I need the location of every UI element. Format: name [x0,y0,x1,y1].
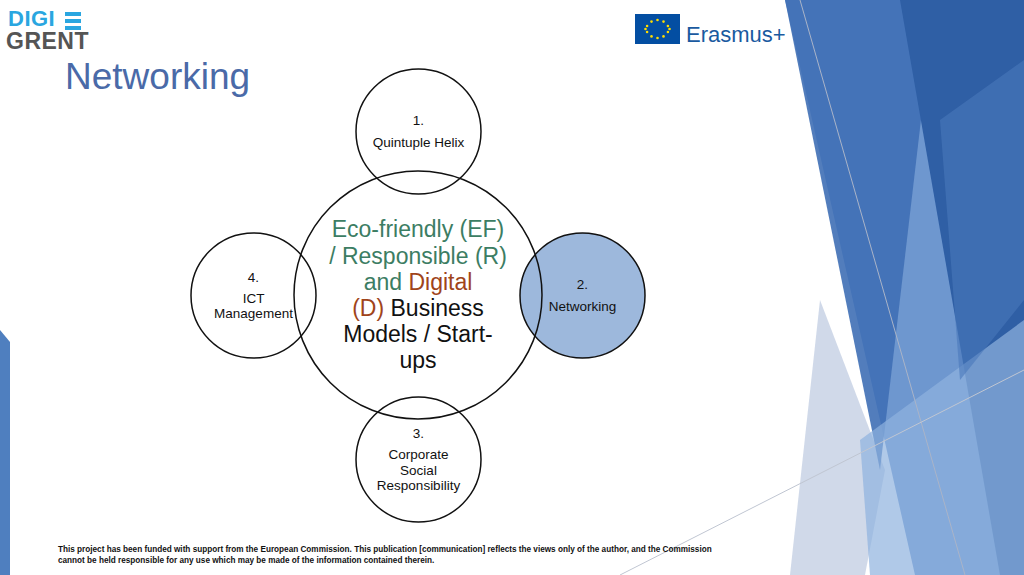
node-paragraph: 3. Corporate Social Responsibility [369,426,469,492]
node-text: 1. Quintuple Helix [355,68,482,195]
node-label: ICT Management [204,291,304,321]
node-text: 3. Corporate Social Responsibility [355,396,482,523]
circle-shape [294,171,542,419]
node-text: 2. Networking [519,232,646,359]
callout-number: 2. [533,277,633,292]
node-text: 4. ICT Management [190,232,317,359]
callout-number: 1. [369,113,469,128]
side-shape [785,0,1024,575]
callout-number: 3. [369,426,469,441]
side-shape [940,60,1024,380]
active-topic-circle: 2. Networking [519,232,646,359]
program-logo-text: Erasmus+ [686,22,786,48]
eu-stars [644,19,671,40]
logo-text: GRENT [6,28,89,55]
node-paragraph: Eco-friendly (EF) / Responsible (R) andD… [328,216,508,373]
node-paragraph: 2. Networking [533,277,633,313]
node-label: Corporate Social Responsibility [369,447,469,492]
circle-shape [356,397,481,522]
circle-shape [356,69,481,194]
circle-shape [191,233,316,358]
eu-flag [635,14,680,44]
node-label: Quintuple Helix [369,135,469,150]
logo-bar [65,12,81,16]
callout-number: 4. [204,270,304,285]
topic-circle: 3. Corporate Social Responsibility [355,396,482,523]
deco-line [620,370,1024,575]
topic-circle: 1. Quintuple Helix [355,68,482,195]
node-label: Networking [533,299,633,314]
side-shape [860,320,1024,575]
disclaimer-note: This project has been funded with suppor… [58,545,738,566]
topic-circle: 4. ICT Management [190,232,317,359]
circle-shape [520,233,645,358]
node-text: Eco-friendly (EF) / Responsible (R) andD… [293,170,543,420]
node-paragraph: 4. ICT Management [204,270,304,321]
node-paragraph: 1. Quintuple Helix [369,113,469,149]
circle-outline [519,232,646,359]
side-shape [0,330,10,575]
circle-outline [355,68,482,195]
deco-line [800,0,965,575]
slide-title: Networking [65,56,250,98]
central-circle: Eco-friendly (EF) / Responsible (R) andD… [293,170,543,420]
logo-bar [65,19,81,23]
